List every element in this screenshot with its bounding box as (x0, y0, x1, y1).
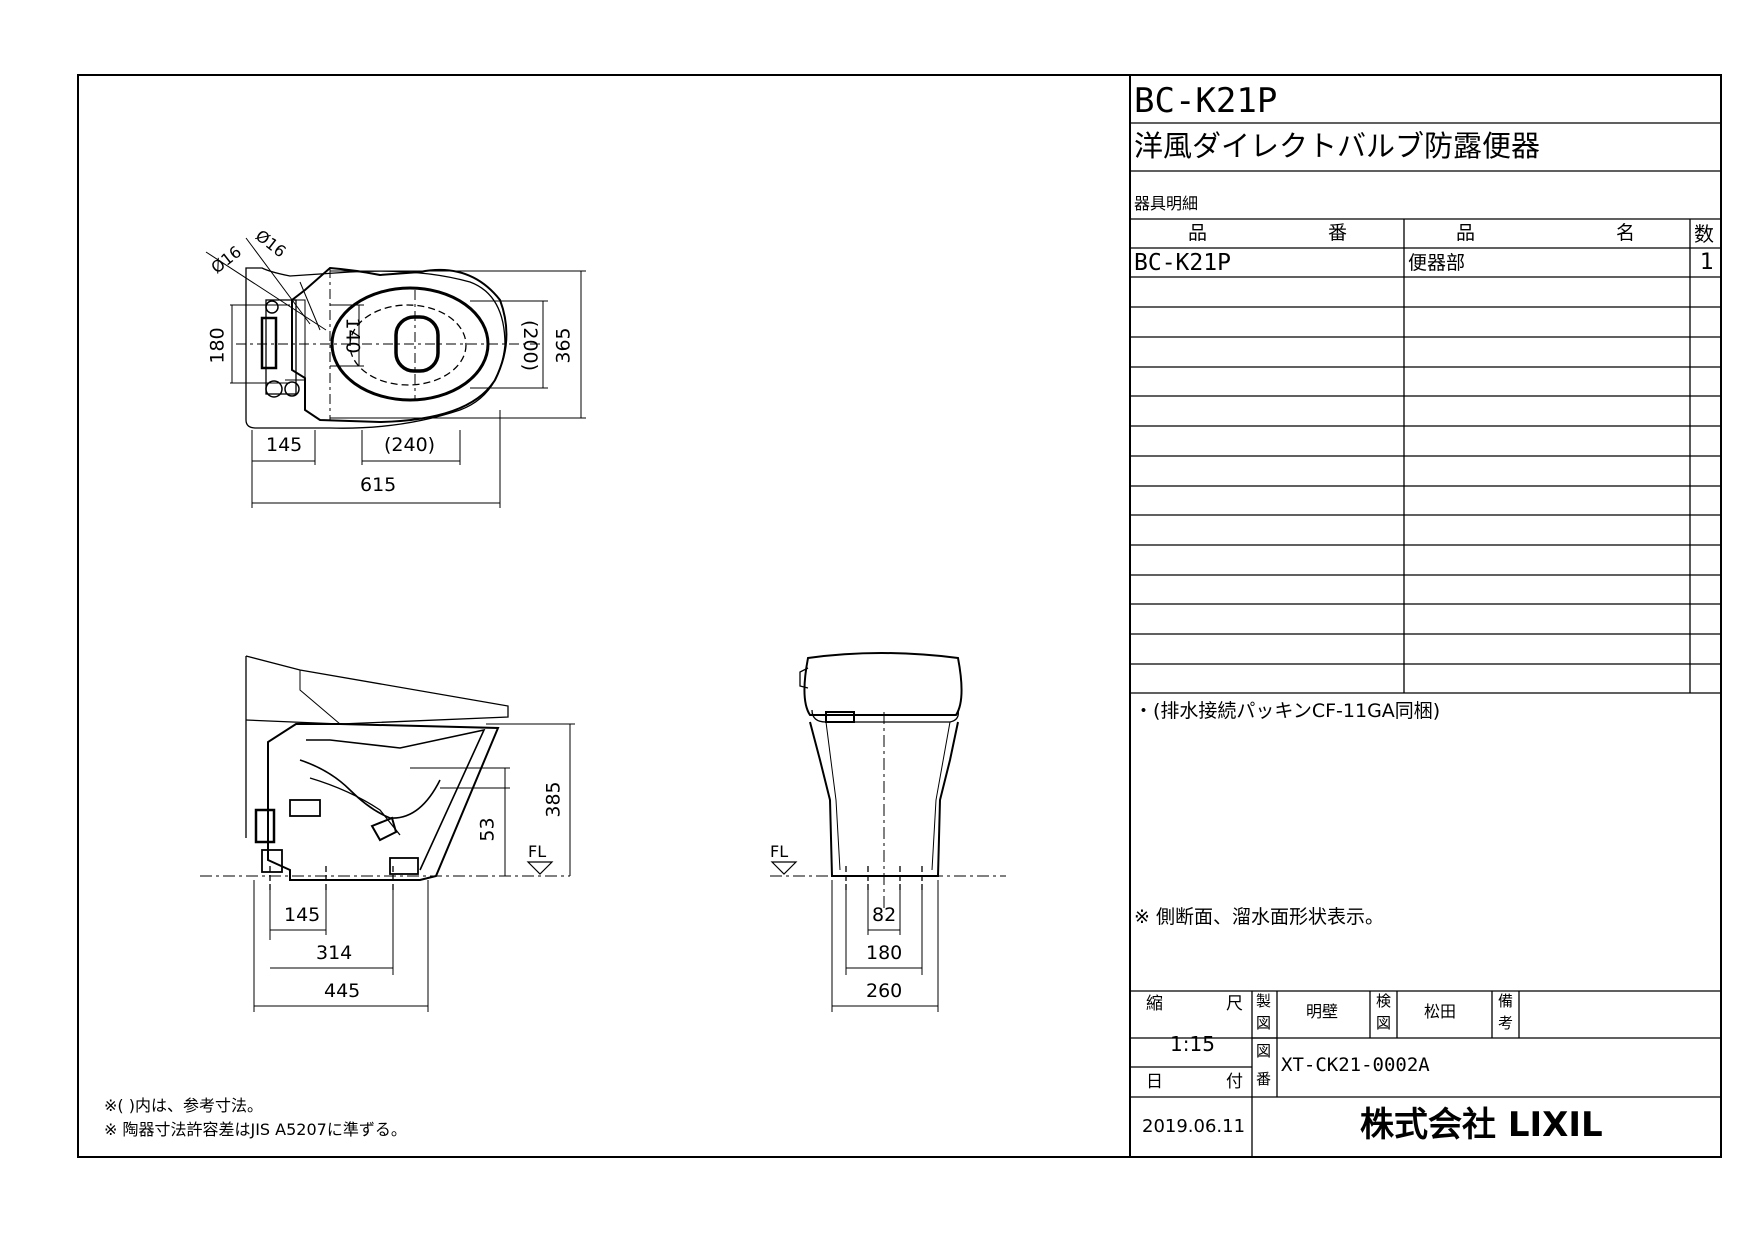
model-number-heading: BC-K21P (1134, 81, 1278, 121)
scale-label-a: 縮 (1146, 994, 1163, 1014)
side-view (200, 655, 570, 890)
plan-dim-180: 180 (206, 327, 229, 364)
footnote-tolerance: ※ 陶器寸法許容差はJIS A5207に準ずる。 (104, 1120, 407, 1139)
product-description: 洋風ダイレクトバルブ防露便器 (1134, 129, 1541, 163)
made-label-b: 図 (1256, 1014, 1272, 1032)
col-part-no-a: 品 (1188, 222, 1208, 244)
front-dimensions (770, 861, 939, 1012)
date-label-b: 付 (1226, 1072, 1243, 1092)
front-fl-label: FL (770, 842, 789, 861)
plan-dim-240: (240) (384, 434, 436, 456)
made-label-a: 製 (1256, 992, 1272, 1010)
side-dim-445: 445 (324, 980, 361, 1002)
check-label-b: 図 (1376, 1014, 1392, 1032)
plan-view (236, 266, 540, 429)
side-dim-145: 145 (284, 904, 321, 926)
parts-row-part-no: BC-K21P (1134, 250, 1231, 276)
note-section: ※ 側断面、溜水面形状表示。 (1134, 906, 1384, 928)
drawing-no-label-a: 図 (1256, 1042, 1272, 1060)
plan-dim-140: 140 (341, 317, 364, 354)
checked-by: 松田 (1424, 1002, 1457, 1021)
date-label-a: 日 (1146, 1072, 1163, 1092)
side-dim-53: 53 (476, 817, 499, 842)
title-block-grid (1130, 122, 1721, 1157)
front-dim-180: 180 (866, 942, 903, 964)
front-dim-260: 260 (866, 980, 903, 1002)
plan-dim-615: 615 (360, 474, 397, 496)
col-part-name-a: 品 (1456, 222, 1476, 244)
side-dim-385: 385 (542, 781, 565, 818)
front-view (770, 652, 1006, 910)
made-by: 明壁 (1306, 1002, 1339, 1021)
plan-dimensions (205, 237, 586, 508)
scale-value: 1:15 (1170, 1032, 1215, 1056)
footnote-reference-dims: ※( )内は、参考寸法。 (104, 1096, 263, 1115)
plan-dim-145: 145 (266, 434, 303, 456)
parts-row-qty: 1 (1700, 250, 1714, 275)
side-fl-label: FL (528, 842, 547, 861)
remarks-label-a: 備 (1498, 992, 1514, 1010)
drawing-no-label-b: 番 (1256, 1070, 1272, 1088)
col-quantity: 数 (1694, 222, 1714, 246)
company-name: 株式会社 LIXIL (1360, 1105, 1603, 1145)
drawing-number: XT-CK21-0002A (1281, 1054, 1430, 1076)
parts-row-name: 便器部 (1408, 252, 1466, 274)
plan-dim-200: (200) (519, 319, 542, 372)
col-part-no-b: 番 (1328, 222, 1348, 244)
col-part-name-b: 名 (1616, 222, 1636, 244)
check-label-a: 検 (1376, 992, 1392, 1010)
front-dim-82: 82 (872, 904, 897, 926)
plan-dim-365: 365 (552, 327, 575, 364)
scale-label-b: 尺 (1226, 994, 1243, 1014)
drawing-date: 2019.06.11 (1142, 1116, 1246, 1137)
sheet-border (77, 74, 1722, 1158)
side-dimensions (253, 723, 575, 1012)
note-packing: ・(排水接続パッキンCF-11GA同梱) (1134, 700, 1441, 722)
side-dim-314: 314 (316, 942, 353, 964)
parts-list-heading: 器具明細 (1134, 194, 1199, 213)
remarks-label-b: 考 (1498, 1014, 1514, 1032)
